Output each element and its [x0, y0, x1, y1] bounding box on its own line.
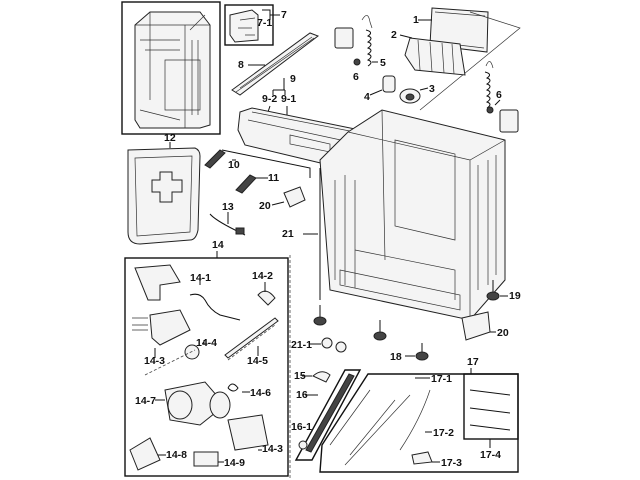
part-11-shock-absorber: 11: [235, 172, 279, 194]
label-14-7: 14-7: [135, 395, 156, 407]
part-14-drain-pump-assembly: 14 14-1 14-2 14-3 14-4 14-5 14-7 14-6 14…: [124, 239, 289, 477]
part-8-top-bracket: 8: [231, 32, 320, 96]
part-7-dispenser: 7 7-1: [224, 4, 287, 46]
part-20-latch-upper: 20: [259, 186, 306, 212]
label-17-4: 17-4: [480, 449, 501, 461]
part-17-wire-harness-kit: 17 17-1 17-2 17-3 17-4: [319, 356, 519, 473]
label-15: 15: [294, 370, 306, 382]
part-19-leveling-leg: 19: [486, 280, 521, 302]
label-14-3-lower: 14-3: [262, 443, 283, 455]
part-1-panel-cover: 1: [413, 7, 521, 111]
label-16-1: 16-1: [291, 421, 312, 433]
label-6-left: 6: [353, 71, 359, 83]
label-13: 13: [222, 201, 234, 213]
label-11: 11: [268, 172, 279, 184]
part-10-damper-rod: 10: [204, 149, 311, 178]
label-17-3: 17-3: [441, 457, 462, 469]
label-7-1: 7-1: [257, 17, 272, 29]
label-17: 17: [467, 356, 479, 368]
part-5-springs: 5: [361, 15, 494, 109]
label-14-1: 14-1: [190, 272, 211, 284]
part-12-door-seal: 12: [127, 132, 201, 245]
label-8: 8: [238, 59, 244, 71]
label-12: 12: [164, 132, 176, 144]
label-21-1: 21-1: [291, 339, 312, 351]
label-2: 2: [391, 29, 397, 41]
part-15-16-heater: 15 16 16-1: [291, 369, 362, 461]
label-9: 9: [290, 73, 296, 85]
part-13-power-cord: 13: [209, 201, 246, 236]
label-9-1: 9-1: [281, 93, 296, 105]
part-18-leveling-leg: 18: [313, 305, 429, 363]
label-3: 3: [429, 83, 435, 95]
label-21: 21: [282, 228, 294, 240]
label-7: 7: [281, 9, 287, 21]
label-18: 18: [390, 351, 402, 363]
label-17-1: 17-1: [431, 373, 452, 385]
label-10: 10: [228, 159, 240, 171]
label-14-8: 14-8: [166, 449, 187, 461]
label-20-upper: 20: [259, 200, 271, 212]
part-21-front-rail: 21: [282, 168, 321, 300]
label-14-2: 14-2: [252, 270, 273, 282]
cabinet-overview-inset: [121, 1, 221, 135]
label-9-2: 9-2: [262, 93, 277, 105]
label-14-4: 14-4: [196, 337, 217, 349]
label-14-3-upper: 14-3: [144, 355, 165, 367]
label-4: 4: [364, 91, 370, 103]
part-9-control-panel-labels: 9 9-2 9-1: [262, 73, 296, 120]
label-1: 1: [413, 14, 419, 26]
label-14-9: 14-9: [224, 457, 245, 469]
part-2-filter-block: 2: [391, 29, 466, 76]
part-4-damper: 4: [364, 75, 396, 103]
label-19: 19: [509, 290, 521, 302]
part-21-1-leg-caps: 21-1: [291, 337, 347, 353]
label-17-2: 17-2: [433, 427, 454, 439]
part-20-latch-lower: 20: [461, 311, 509, 341]
part-3-bushing: 3: [399, 83, 435, 104]
label-6-right: 6: [496, 89, 502, 101]
label-14-5: 14-5: [247, 355, 268, 367]
label-5: 5: [380, 57, 386, 69]
label-16: 16: [296, 389, 308, 401]
label-20-lower: 20: [497, 327, 509, 339]
main-cabinet: [319, 109, 506, 321]
part-6-nuts: 6 6: [334, 27, 519, 133]
label-14-6: 14-6: [250, 387, 271, 399]
label-14: 14: [212, 239, 224, 251]
